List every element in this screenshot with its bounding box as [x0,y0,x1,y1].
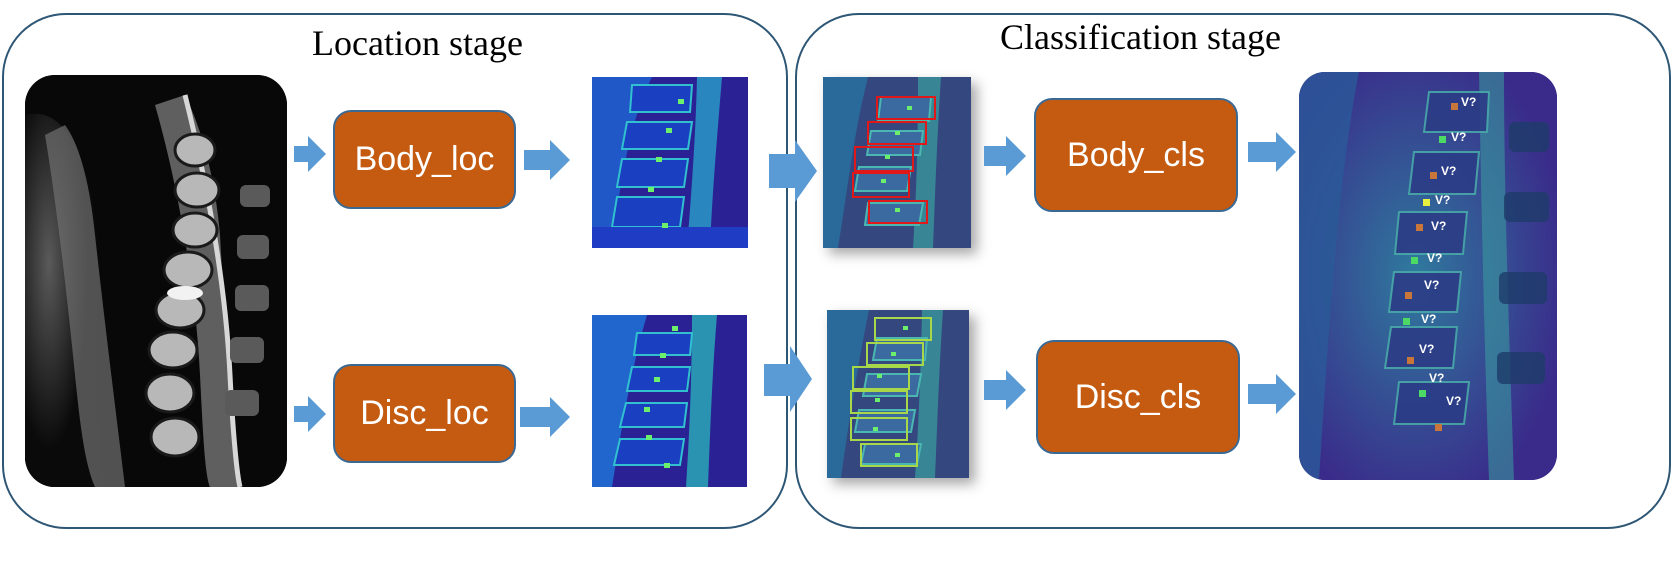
disc-cls-module: Disc_cls [1036,340,1240,454]
vertebra-marker [1439,136,1446,143]
location-stage-container [2,13,788,529]
vertebra-marker [1416,224,1423,231]
output-label: V? [1441,164,1456,178]
vertebra-marker [1419,390,1426,397]
body-crop-graphic [823,77,971,248]
disc-cls-crop-image [827,310,969,478]
vertebra-marker [1430,172,1437,179]
arrow-disc-cls-to-output [1248,374,1296,414]
vertebra-marker [1403,318,1410,325]
output-label: V? [1431,219,1446,233]
vertebra-marker [1405,292,1412,299]
vertebra-marker [1423,199,1430,206]
classification-stage-title: Classification stage [1000,17,1281,57]
arrow-input-to-body-loc [294,136,326,172]
output-label: V? [1429,371,1444,385]
disc-heatmap-graphic [592,315,747,487]
classification-output-image: V?V?V?V?V?V?V?V?V?V?V? [1299,72,1557,480]
body-heatmap-graphic [592,77,748,248]
output-label: V? [1446,394,1461,408]
arrow-body-loc-to-heatmap [524,140,570,180]
output-label: V? [1419,342,1434,356]
arrow-body-crop-to-cls [984,136,1026,176]
output-label: V? [1461,95,1476,109]
location-stage-title: Location stage [312,23,523,63]
body-cls-module: Body_cls [1034,98,1238,212]
arrow-disc-heatmap-to-crop [764,346,812,412]
arrow-disc-crop-to-cls [984,370,1026,410]
vertebra-marker [1411,257,1418,264]
classification-stage-container [795,13,1671,529]
disc-loc-module: Disc_loc [333,364,516,463]
arrow-body-cls-to-output [1248,132,1296,172]
mri-grayscale-graphic [25,75,287,487]
output-label: V? [1451,130,1466,144]
arrow-disc-loc-to-heatmap [520,397,570,437]
output-graphic: V?V?V?V?V?V?V?V?V?V?V? [1299,72,1557,480]
disc-crop-graphic [827,310,969,478]
input-mri-image [25,75,287,487]
vertebra-marker [1407,357,1414,364]
arrow-input-to-disc-loc [294,396,326,432]
vertebra-marker [1451,103,1458,110]
body-loc-module: Body_loc [333,110,516,209]
body-loc-heatmap [592,77,748,248]
output-label: V? [1435,193,1450,207]
body-cls-crop-image [823,77,971,248]
output-label: V? [1421,312,1436,326]
arrow-body-heatmap-to-crop [769,140,817,202]
output-label: V? [1424,278,1439,292]
disc-loc-heatmap [592,315,747,487]
vertebra-marker [1435,424,1442,431]
output-label: V? [1427,251,1442,265]
